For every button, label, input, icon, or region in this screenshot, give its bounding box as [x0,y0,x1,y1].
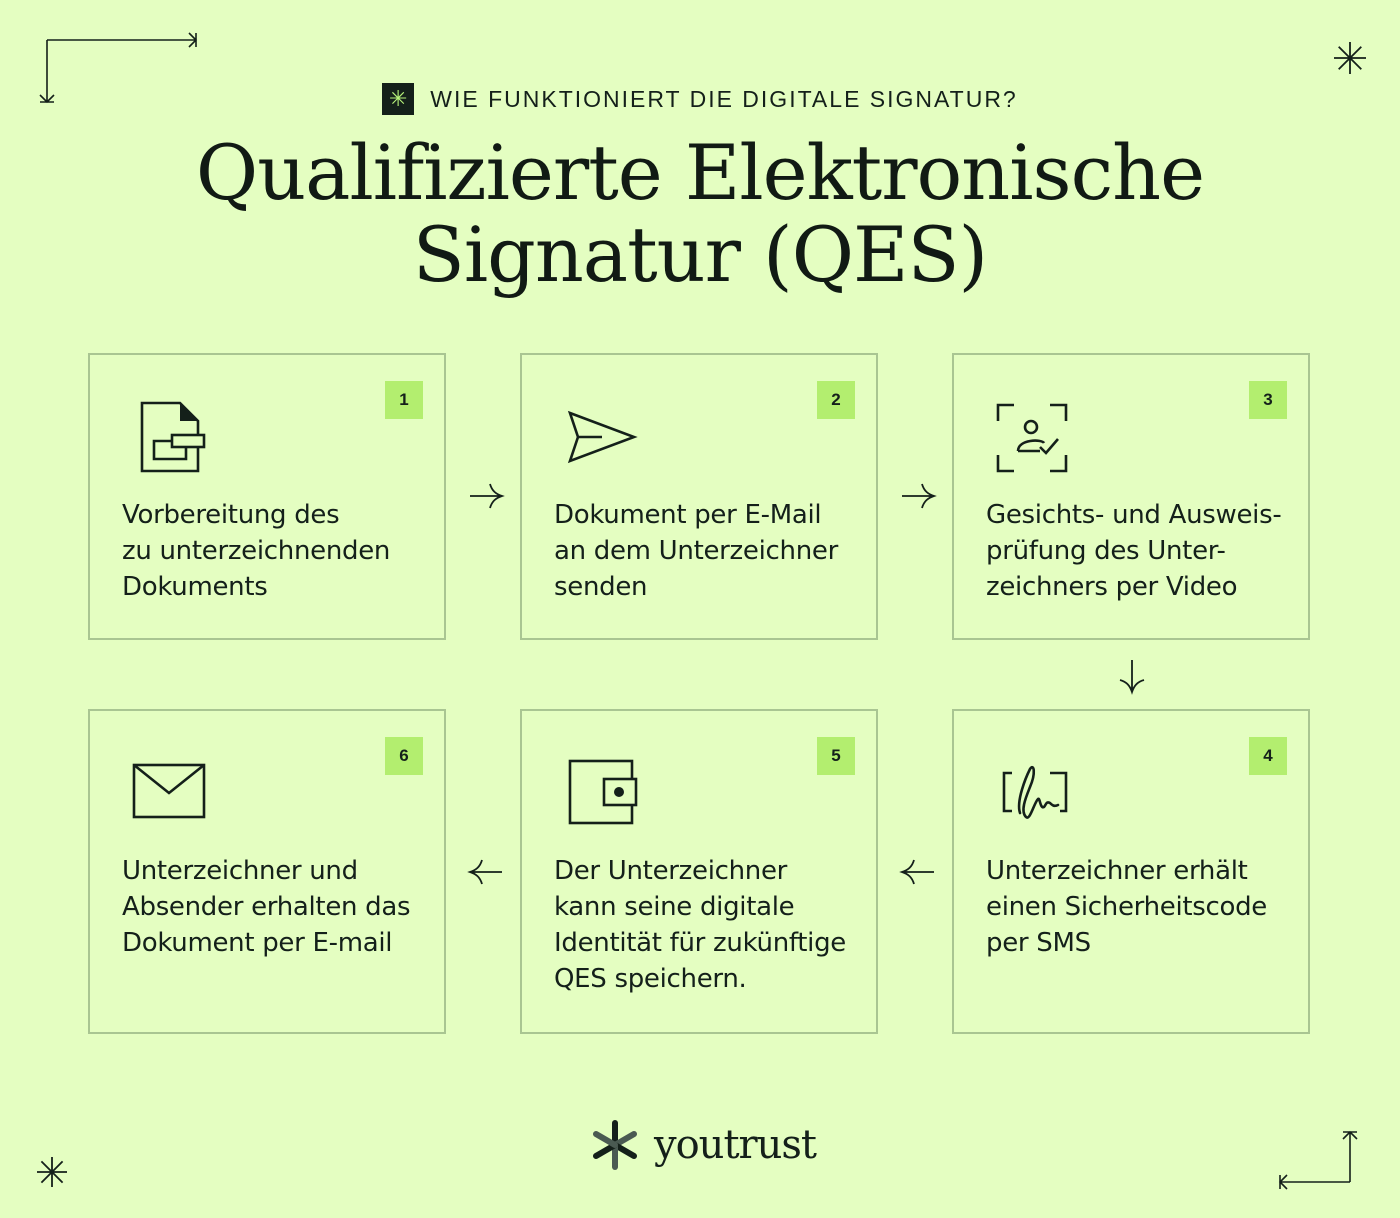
wallet-icon [568,759,638,825]
page-title-line-2: Signatur (QES) [412,210,988,299]
step-number-badge: 1 [385,381,423,419]
step-text-line: Der Unterzeichner [554,856,788,886]
step-card-3: 3 Gesichts- und Ausweis- prüfung des Unt… [952,353,1310,640]
eyebrow: ✳ WIE FUNKTIONIERT DIE DIGITALE SIGNATUR… [0,82,1400,116]
step-number-badge: 4 [1249,737,1287,775]
face-verification-icon [996,403,1068,473]
signature-icon [1002,766,1068,819]
page-title-line-1: Qualifizierte Elektronische [195,128,1205,217]
sparkle-icon [37,1157,67,1187]
step-number-badge: 6 [385,737,423,775]
brand-name: youtrust [654,1122,817,1168]
step-text-line: senden [554,572,648,602]
arrow-left-icon [467,859,502,885]
corner-arrow-top-left-icon [39,32,198,104]
step-description: Unterzeichner erhält einen Sicherheitsco… [986,853,1296,961]
step-text-line: Dokument per E-Mail [554,500,822,530]
step-description: Vorbereitung des zu unterzeichnenden Dok… [122,497,432,605]
step-text-line: prüfung des Unter- [986,536,1226,566]
arrow-right-icon [470,483,505,509]
step-description: Der Unterzeichner kann seine digitale Id… [554,853,864,997]
step-description: Dokument per E-Mail an dem Unterzeichner… [554,497,864,605]
step-text-line: einen Sicherheitscode [986,892,1268,922]
step-card-4: 4 Unterzeichner erhält einen Sicherheits… [952,709,1310,1034]
step-text-line: Unterzeichner und [122,856,358,886]
step-text-line: Dokument per E-mail [122,928,393,958]
corner-arrow-bottom-right-icon [1278,1130,1358,1190]
send-icon [567,410,638,464]
step-number-badge: 5 [817,737,855,775]
step-card-5: 5 Der Unterzeichner kann seine digitale … [520,709,878,1034]
step-number-badge: 3 [1249,381,1287,419]
youtrust-logo-icon [593,1120,637,1170]
envelope-icon [132,763,206,819]
arrow-down-icon [1119,660,1145,695]
step-text-line: Vorbereitung des [122,500,340,530]
step-text-line: zeichners per Video [986,572,1238,602]
step-text-line: Absender erhalten das [122,892,411,922]
arrow-right-icon [902,483,937,509]
sparkle-icon [1334,42,1366,74]
page-title: Qualifizierte Elektronische Signatur (QE… [0,132,1400,296]
asterisk-icon: ✳ [382,83,415,115]
step-text-line: Dokuments [122,572,268,602]
step-text-line: Gesichts- und Ausweis- [986,500,1282,530]
step-text-line: per SMS [986,928,1091,958]
step-description: Unterzeichner und Absender erhalten das … [122,853,432,961]
step-card-1: 1 Vorbereitung des zu unterzeichnenden D… [88,353,446,640]
step-text-line: kann seine digitale [554,892,795,922]
step-text-line: an dem Unterzeichner [554,536,838,566]
step-card-2: 2 Dokument per E-Mail an dem Unterzeichn… [520,353,878,640]
eyebrow-text: WIE FUNKTIONIERT DIE DIGITALE SIGNATUR? [430,85,1018,112]
step-text-line: Identität für zukünftige [554,928,846,958]
step-card-6: 6 Unterzeichner und Absender erhalten da… [88,709,446,1034]
step-text-line: Unterzeichner erhält [986,856,1248,886]
document-icon [140,401,206,473]
step-text-line: QES speichern. [554,964,747,994]
step-number-badge: 2 [817,381,855,419]
step-description: Gesichts- und Ausweis- prüfung des Unter… [986,497,1296,605]
brand-logo: youtrust [588,1115,817,1175]
arrow-left-icon [899,859,934,885]
step-text-line: zu unterzeichnenden [122,536,391,566]
